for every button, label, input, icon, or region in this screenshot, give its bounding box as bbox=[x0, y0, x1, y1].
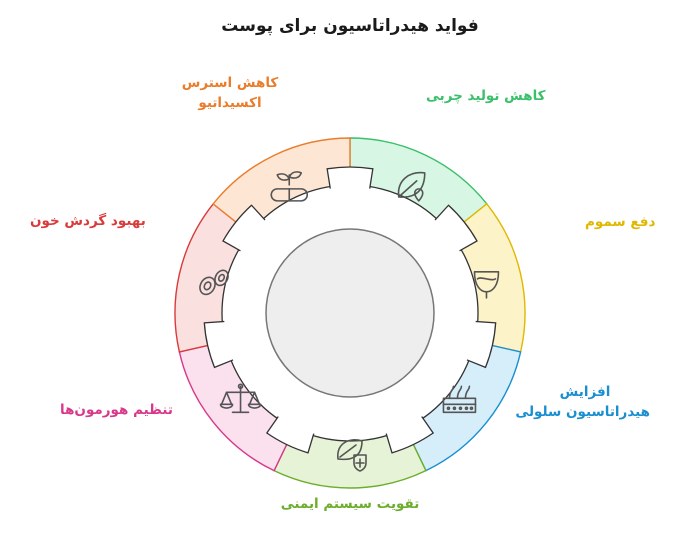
diagram-title: فواید هیدراتاسیون برای پوست bbox=[221, 16, 479, 36]
label-cell-hydration: افزایش هیدراتاسیون سلولی bbox=[515, 384, 650, 420]
balance-scale-icon bbox=[219, 383, 262, 414]
menstrual-cup-icon bbox=[473, 271, 500, 299]
label-oxidative-stress: کاهش استرس اکسیداتیو bbox=[181, 75, 279, 111]
blood-cells-icon bbox=[199, 269, 229, 296]
plant-capsule-icon bbox=[270, 171, 309, 202]
label-hormones: تنظیم هورمون‌ها bbox=[60, 402, 173, 418]
hub-circle bbox=[265, 228, 435, 398]
label-detox: دفع سموم bbox=[585, 214, 656, 230]
skin-layers-icon bbox=[442, 385, 477, 414]
leaf-shield-icon bbox=[337, 439, 367, 472]
label-immune: تقویت سیستم ایمنی bbox=[280, 496, 420, 512]
label-circulation: بهبود گردش خون bbox=[30, 213, 146, 229]
label-reduce-oil: کاهش تولید چربی bbox=[426, 88, 546, 104]
leaf-drop-icon bbox=[397, 171, 426, 202]
